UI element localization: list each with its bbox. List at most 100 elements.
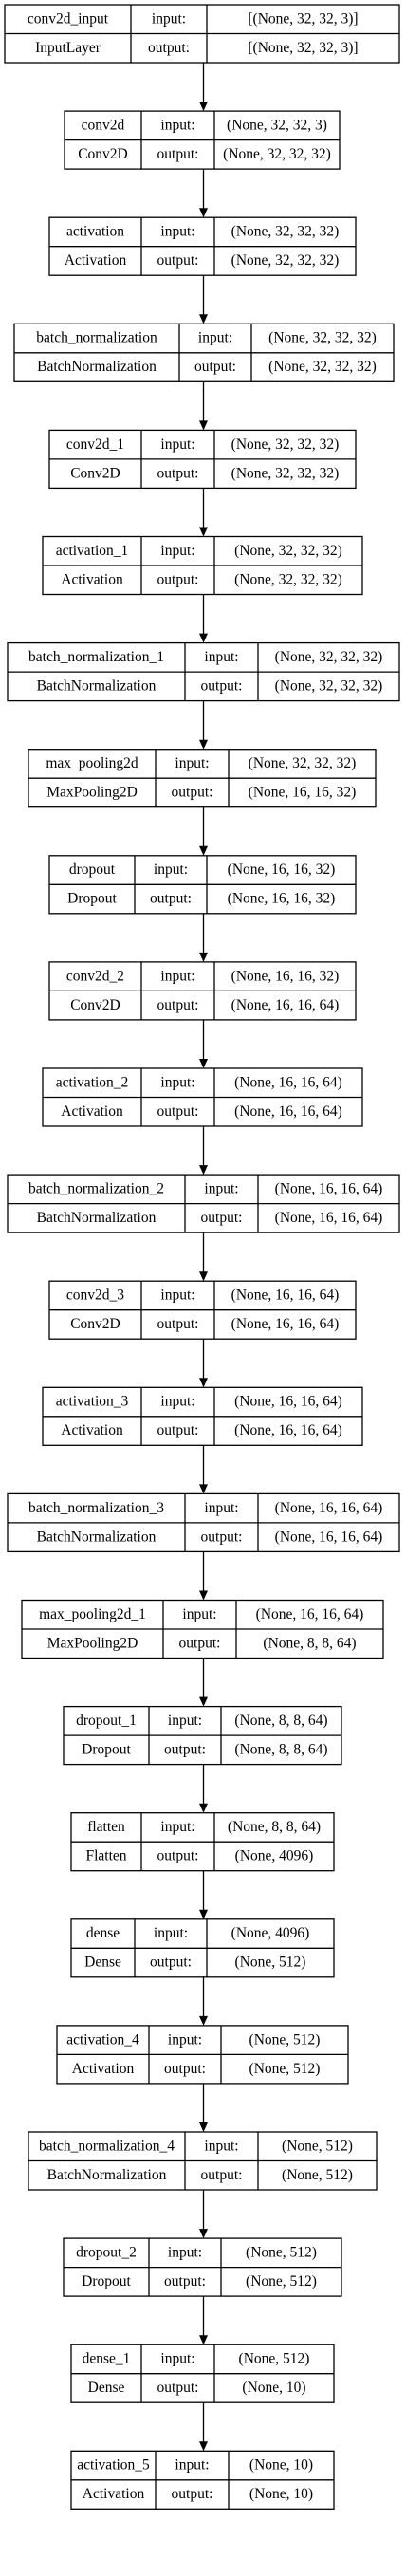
layer-name: activation_1 [56, 543, 129, 559]
input-label: input: [160, 543, 194, 559]
output-label: output: [179, 1635, 221, 1651]
layer-node: max_pooling2d_1MaxPooling2Dinput:output:… [21, 1599, 384, 1659]
layer-name: activation_2 [56, 1074, 129, 1090]
arrow-head-icon [199, 1165, 208, 1176]
layer-name: conv2d_3 [66, 1288, 124, 1304]
layer-name: activation_3 [56, 1394, 129, 1410]
input-label: input: [198, 330, 232, 346]
input-shape: (None, 512) [282, 2138, 353, 2154]
layer-type: Conv2D [78, 146, 128, 162]
output-label: output: [157, 1316, 199, 1332]
layer-type: BatchNormalization [47, 2167, 167, 2183]
arrow-head-icon [199, 1590, 208, 1601]
layer-name: activation_5 [77, 2457, 150, 2474]
layer-type: Activation [72, 2061, 135, 2077]
input-shape: (None, 4096) [231, 1925, 310, 1941]
input-shape: (None, 16, 16, 32) [231, 968, 340, 984]
output-shape: (None, 16, 16, 64) [231, 1316, 340, 1332]
arrow-head-icon [199, 1484, 208, 1494]
output-label: output: [157, 146, 199, 162]
output-label: output: [157, 2380, 199, 2396]
layer-type: Dropout [67, 891, 117, 907]
arrow-head-icon [199, 2122, 208, 2132]
input-label: input: [160, 1394, 194, 1410]
layer-type: MaxPooling2D [46, 785, 138, 801]
layer-name: dropout_1 [76, 1713, 137, 1729]
input-shape: (None, 32, 32, 32) [249, 755, 357, 771]
input-label: input: [168, 2031, 202, 2048]
arrow-head-icon [199, 633, 208, 643]
input-shape: (None, 512) [249, 2031, 321, 2048]
output-label: output: [157, 465, 199, 481]
arrow-head-icon [199, 1378, 208, 1388]
output-shape: (None, 32, 32, 32) [231, 465, 340, 481]
output-label: output: [157, 1103, 199, 1120]
output-label: output: [172, 2486, 213, 2502]
output-label: output: [194, 359, 236, 375]
layer-type: Activation [65, 252, 127, 269]
layer-node: activation_1Activationinput:output:(None… [42, 535, 363, 596]
layer-type: Flatten [85, 1848, 126, 1864]
input-label: input: [160, 1074, 194, 1090]
layer-type: BatchNormalization [37, 1210, 157, 1226]
output-shape: [(None, 32, 32, 3)] [248, 40, 358, 56]
layer-type: MaxPooling2D [47, 1635, 138, 1651]
layer-name: dense_1 [83, 2351, 131, 2367]
input-shape: (None, 16, 16, 64) [234, 1394, 342, 1410]
layer-type: Conv2D [70, 997, 120, 1013]
arrow-head-icon [199, 1696, 208, 1707]
input-shape: (None, 10) [249, 2457, 313, 2474]
layer-node: activation_4Activationinput:output:(None… [56, 2025, 349, 2085]
layer-node: activation_3Activationinput:output:(None… [42, 1386, 363, 1446]
arrow-head-icon [199, 2229, 208, 2239]
output-shape: (None, 16, 16, 64) [234, 1103, 342, 1120]
layer-name: dropout_2 [76, 2245, 137, 2261]
layer-node: activationActivationinput:output:(None, … [48, 216, 357, 276]
input-shape: (None, 32, 32, 3) [227, 118, 327, 134]
layer-node: activation_5Activationinput:output:(None… [70, 2450, 335, 2510]
input-label: input: [160, 118, 194, 134]
layer-type: Activation [61, 1422, 123, 1438]
layer-type: Dropout [82, 2273, 131, 2289]
arrow-head-icon [199, 1909, 208, 1919]
output-shape: (None, 16, 16, 64) [275, 1210, 383, 1226]
input-label: input: [154, 1925, 188, 1941]
output-shape: (None, 16, 16, 32) [228, 891, 336, 907]
input-label: input: [168, 1713, 202, 1729]
arrow-head-icon [199, 739, 208, 750]
arrow-head-icon [199, 2335, 208, 2345]
layer-name: dense [86, 1925, 120, 1941]
layer-name: dropout [69, 862, 116, 878]
layer-type: Activation [61, 1103, 123, 1120]
output-shape: (None, 512) [246, 2273, 317, 2289]
arrow-head-icon [199, 314, 208, 324]
layer-type: InputLayer [35, 40, 102, 56]
arrow-head-icon [199, 1059, 208, 1068]
output-label: output: [164, 2273, 206, 2289]
output-shape: (None, 10) [249, 2486, 313, 2502]
layer-name: batch_normalization_4 [39, 2138, 175, 2154]
layer-name: batch_normalization [36, 330, 157, 346]
arrow-head-icon [199, 2441, 208, 2452]
layer-type: Dropout [82, 1742, 131, 1758]
layer-node: batch_normalization_3BatchNormalizationi… [7, 1492, 400, 1553]
arrow-head-icon [199, 420, 208, 431]
input-shape: (None, 512) [239, 2351, 310, 2367]
arrow-head-icon [199, 2015, 208, 2026]
output-label: output: [157, 997, 199, 1013]
layer-name: conv2d [82, 118, 125, 134]
layer-type: Activation [61, 571, 123, 587]
output-label: output: [150, 891, 192, 907]
arrow-head-icon [199, 527, 208, 537]
layer-name: flatten [87, 1819, 125, 1835]
output-label: output: [157, 1848, 199, 1864]
output-shape: (None, 32, 32, 32) [268, 359, 377, 375]
input-shape: (None, 32, 32, 32) [234, 543, 342, 559]
